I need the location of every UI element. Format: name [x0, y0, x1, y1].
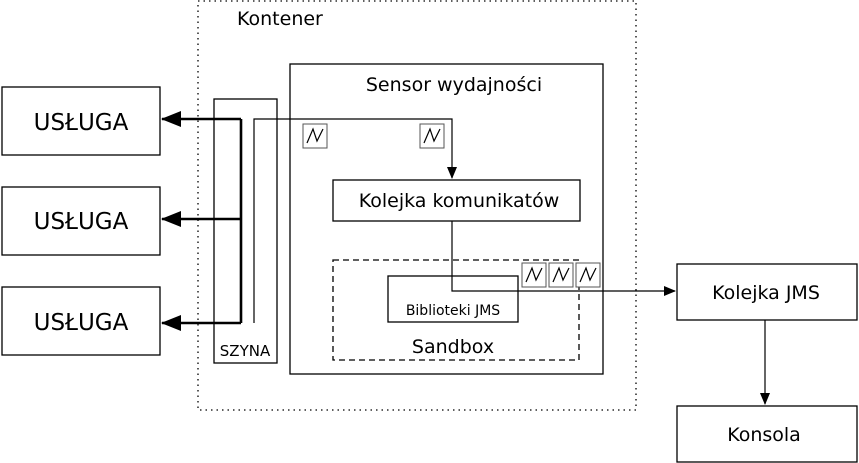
jms-queue-label: Kolejka JMS [712, 282, 820, 304]
service-box-2 [1, 186, 161, 256]
sensor-probe-icon [548, 262, 574, 288]
bus-to-queue-line [253, 118, 457, 323]
service-box-1 [1, 86, 161, 156]
console-box [676, 405, 858, 463]
bus-box [213, 98, 278, 364]
jms-queue-box [676, 263, 858, 321]
service-label-3: USŁUGA [34, 310, 129, 336]
jms-libraries-box [387, 275, 519, 323]
sandbox-boundary [332, 259, 580, 361]
sensor-probe-icon [419, 123, 445, 149]
service-box-3 [1, 286, 161, 356]
queue-to-jms-line [451, 221, 676, 296]
container-label: Kontener [237, 8, 323, 30]
message-queue-box [332, 179, 581, 222]
bus-label: SZYNA [220, 342, 271, 360]
sensor-probe-icon [302, 123, 328, 149]
sensor-probe-icon [521, 262, 547, 288]
jms-libraries-label: Biblioteki JMS [406, 303, 500, 319]
message-queue-label: Kolejka komunikatów [359, 190, 559, 212]
sensor-label: Sensor wydajności [366, 74, 542, 96]
console-label: Konsola [727, 424, 801, 446]
service-label-1: USŁUGA [34, 110, 129, 136]
sensor-probe-icon [575, 262, 601, 288]
sandbox-label: Sandbox [412, 336, 494, 358]
service-label-2: USŁUGA [34, 209, 129, 235]
